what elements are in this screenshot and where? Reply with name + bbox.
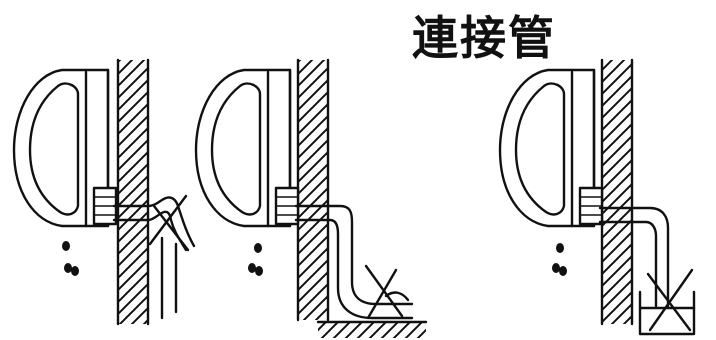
wall (600, 58, 634, 326)
wrong-mark (646, 268, 694, 332)
drain-hose (598, 206, 670, 308)
indoor-unit (498, 68, 604, 228)
diagram-caption: 連接管 (412, 11, 556, 65)
floor (316, 320, 428, 338)
panel-2-pipe-submerged (194, 58, 428, 338)
drain-hose (294, 204, 414, 320)
water-drops (62, 241, 79, 276)
indoor-unit (12, 68, 118, 228)
panel-1-pipe-raised (12, 58, 196, 326)
wrong-mark (364, 264, 404, 320)
water-container (638, 290, 696, 336)
water-ripple (384, 291, 410, 302)
indoor-unit (194, 68, 300, 228)
water-drops (552, 243, 567, 276)
support-lines (160, 236, 178, 320)
wrong-mark (148, 194, 190, 252)
panel-3-pipe-in-water (498, 58, 696, 336)
wall (116, 58, 150, 326)
wall (296, 58, 330, 322)
water-drops (248, 243, 263, 276)
